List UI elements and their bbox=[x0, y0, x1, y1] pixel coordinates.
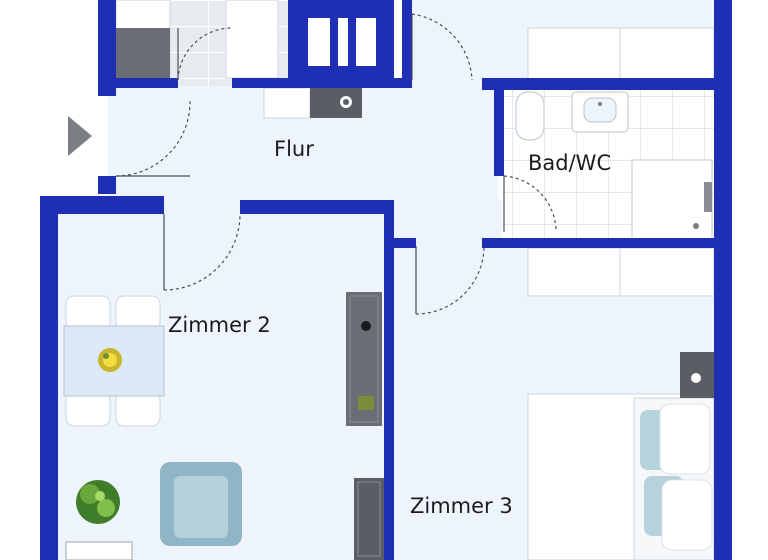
cabinet-inset-left bbox=[308, 18, 348, 66]
kitchen-counter-2 bbox=[225, 0, 279, 79]
chair bbox=[115, 295, 161, 331]
furniture bbox=[63, 0, 715, 560]
entry-door bbox=[115, 99, 191, 177]
label-room2: Zimmer 2 bbox=[168, 313, 271, 337]
chair bbox=[65, 295, 111, 331]
cabinet-inset-right bbox=[356, 18, 376, 66]
room3-door bbox=[415, 245, 485, 315]
hall-upper-door bbox=[411, 13, 473, 81]
hall-wardrobe bbox=[527, 27, 715, 81]
label-hallway: Flur bbox=[274, 137, 314, 161]
kitchen-sink-cabinet bbox=[116, 28, 170, 80]
plant-icon bbox=[76, 480, 120, 524]
bath-door bbox=[503, 175, 557, 233]
fruit-bowl-icon bbox=[98, 348, 122, 372]
walls bbox=[40, 0, 732, 560]
room2-door bbox=[163, 213, 241, 291]
cabinet-bottom bbox=[65, 541, 133, 560]
toilet bbox=[515, 91, 545, 141]
shower-tray bbox=[631, 159, 713, 241]
chair bbox=[65, 391, 111, 427]
entry-arrow-icon bbox=[68, 116, 92, 156]
room3-cabinet bbox=[354, 478, 384, 560]
room3-wardrobe bbox=[527, 247, 715, 297]
double-bed bbox=[527, 393, 715, 560]
chair bbox=[115, 391, 161, 427]
label-bathroom: Bad/WC bbox=[528, 151, 611, 175]
armchair bbox=[160, 462, 242, 546]
kitchen-door bbox=[177, 27, 233, 81]
hall-washer-dark bbox=[310, 88, 362, 118]
label-room3: Zimmer 3 bbox=[410, 494, 513, 518]
door-swings bbox=[115, 13, 557, 315]
hall-washer bbox=[263, 87, 311, 119]
door-leaves bbox=[116, 14, 505, 314]
